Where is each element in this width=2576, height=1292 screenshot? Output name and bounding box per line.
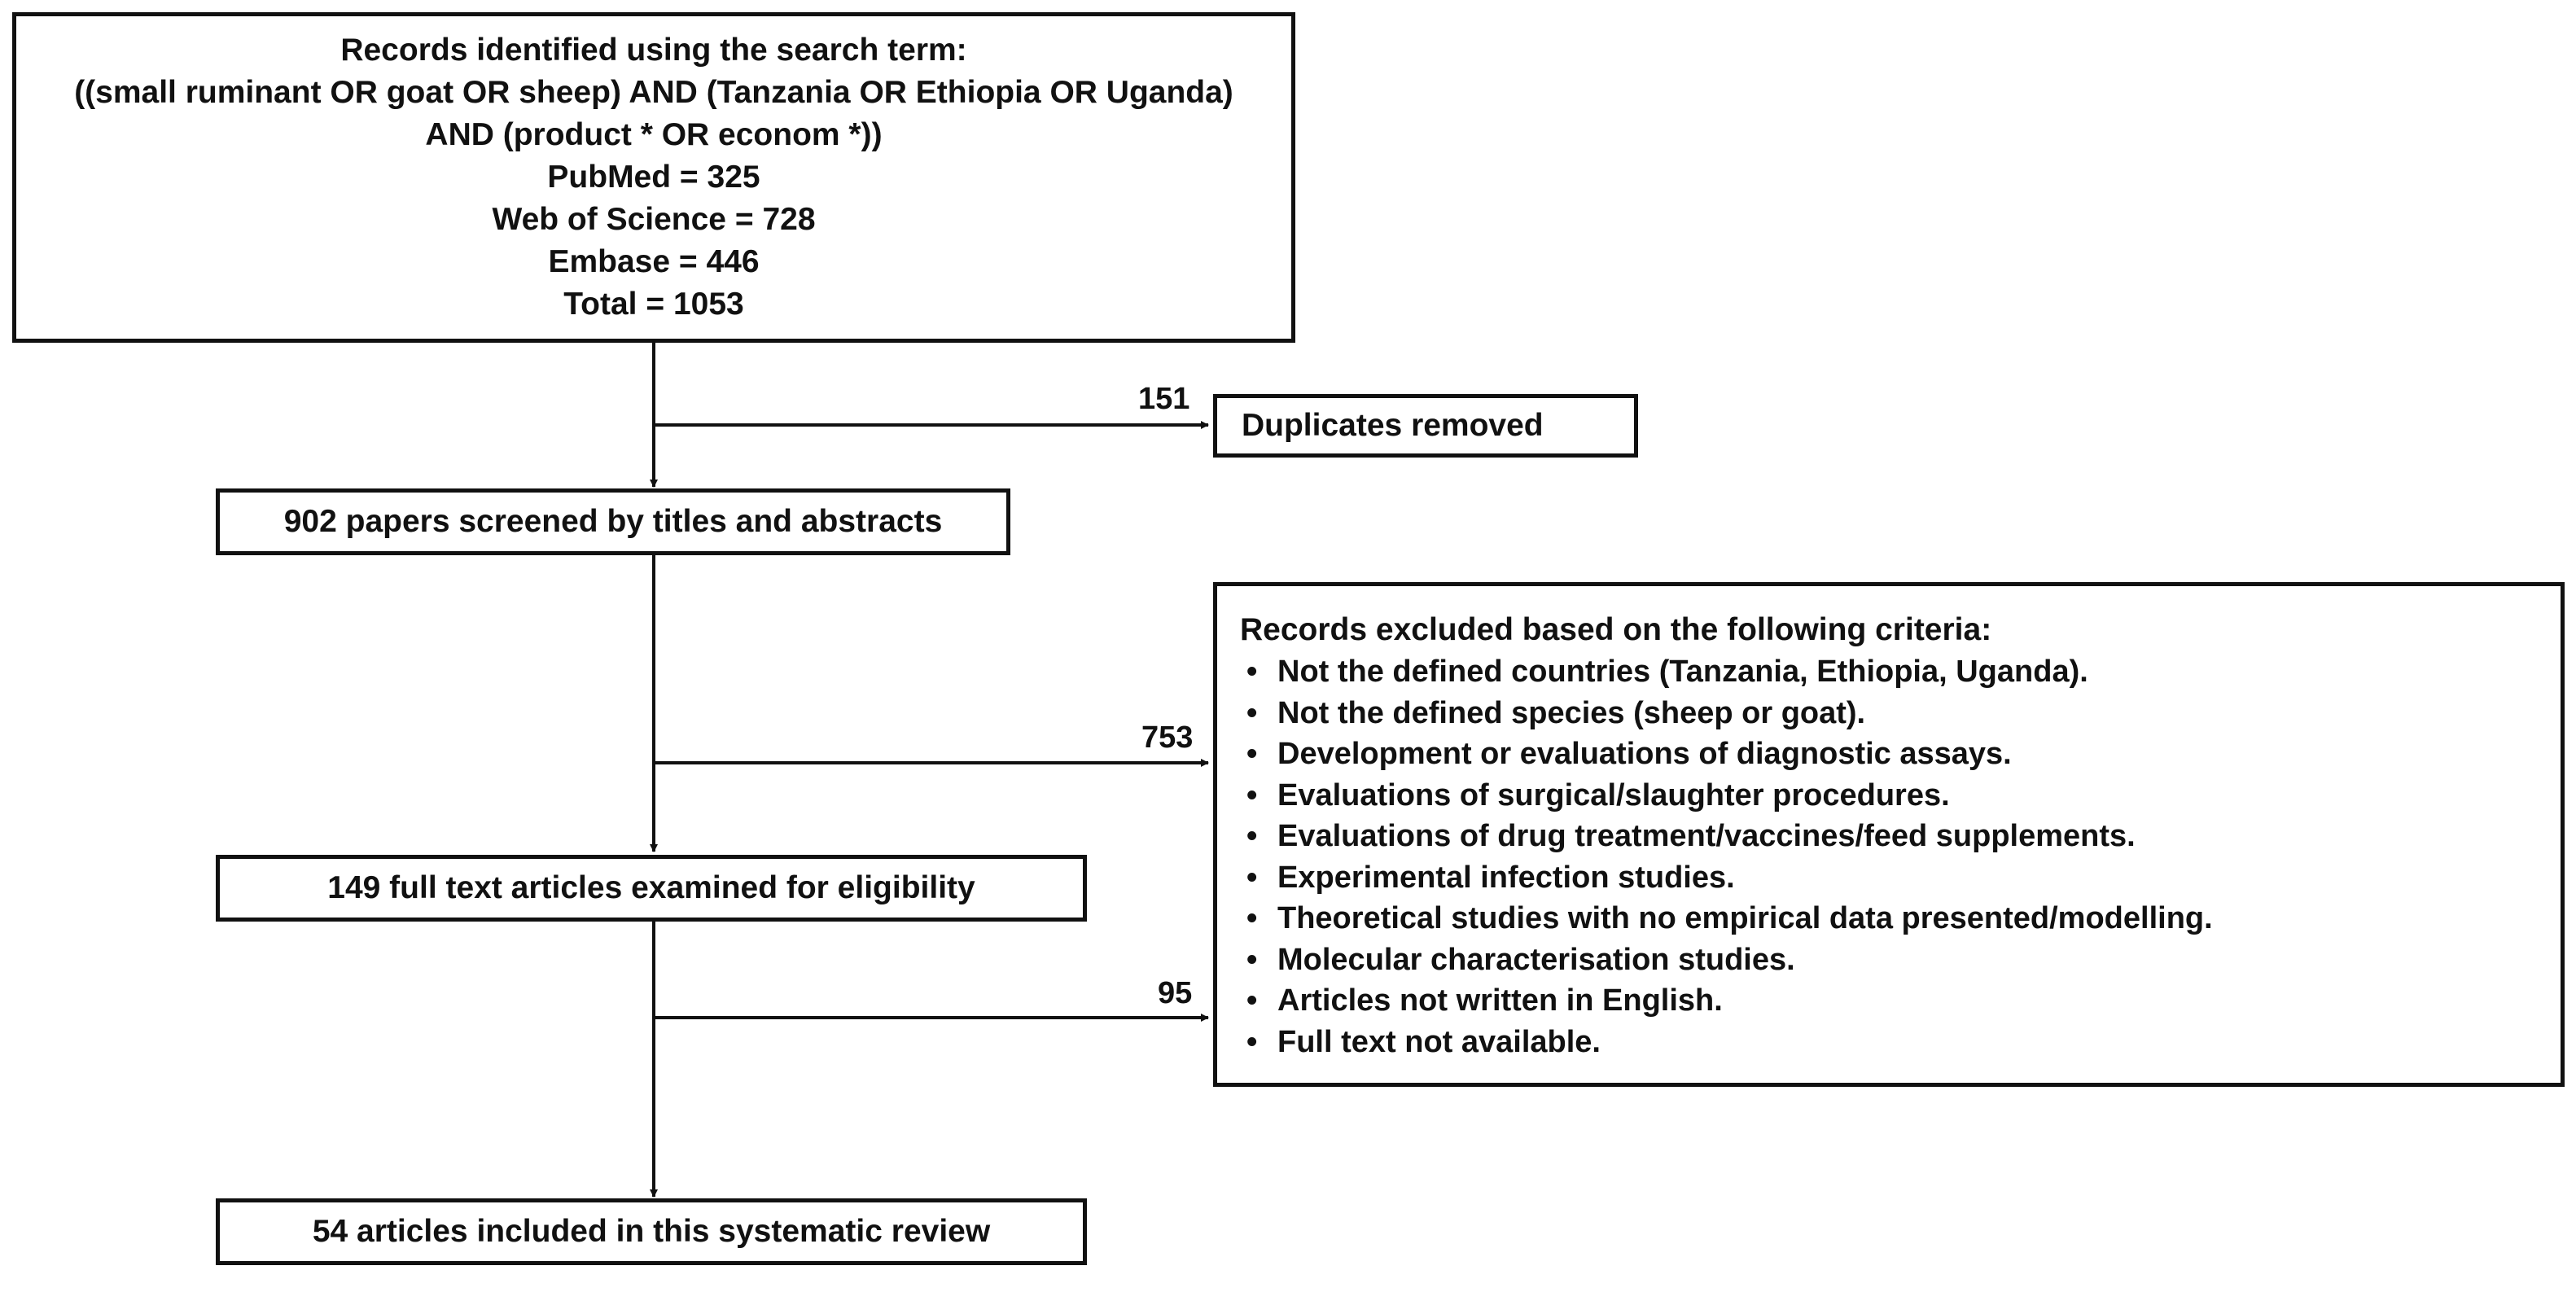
duplicates-box: Duplicates removed <box>1213 394 1638 458</box>
excluded-criteria-box: Records excluded based on the following … <box>1213 582 2565 1087</box>
exclusion-criterion: Development or evaluations of diagnostic… <box>1240 734 2561 775</box>
screened-label: 902 papers screened by titles and abstra… <box>283 504 943 539</box>
exclusion-criterion: Full text not available. <box>1240 1022 2561 1063</box>
duplicates-count: 151 <box>1138 382 1190 416</box>
exclusion-criteria-list: Not the defined countries (Tanzania, Eth… <box>1240 651 2561 1062</box>
exclusion-heading: Records excluded based on the following … <box>1240 612 1992 647</box>
eligibility-box: 149 full text articles examined for elig… <box>216 855 1087 922</box>
search-heading: Records identified using the search term… <box>340 33 967 68</box>
identification-box: Records identified using the search term… <box>12 12 1295 343</box>
exclusion-criterion: Molecular characterisation studies. <box>1240 939 2561 981</box>
exclusion-criterion: Articles not written in English. <box>1240 980 2561 1022</box>
duplicates-label: Duplicates removed <box>1242 408 1544 443</box>
excluded-screening-count: 753 <box>1141 720 1194 755</box>
embase-count: Embase = 446 <box>548 244 760 279</box>
exclusion-criterion: Theoretical studies with no empirical da… <box>1240 898 2561 939</box>
exclusion-criterion: Not the defined countries (Tanzania, Eth… <box>1240 651 2561 693</box>
eligibility-label: 149 full text articles examined for elig… <box>327 870 975 905</box>
exclusion-criterion: Evaluations of drug treatment/vaccines/f… <box>1240 816 2561 857</box>
screened-box: 902 papers screened by titles and abstra… <box>216 488 1010 555</box>
exclusion-criterion: Not the defined species (sheep or goat). <box>1240 693 2561 734</box>
included-label: 54 articles included in this systematic … <box>312 1214 991 1249</box>
pubmed-count: PubMed = 325 <box>547 160 760 195</box>
exclusion-criterion: Evaluations of surgical/slaughter proced… <box>1240 775 2561 817</box>
included-box: 54 articles included in this systematic … <box>216 1198 1087 1265</box>
web-of-science-count: Web of Science = 728 <box>492 202 816 237</box>
search-query-line-1: ((small ruminant OR goat OR sheep) AND (… <box>74 75 1233 110</box>
total-count: Total = 1053 <box>563 287 744 322</box>
excluded-eligibility-count: 95 <box>1158 976 1193 1010</box>
exclusion-criterion: Experimental infection studies. <box>1240 857 2561 899</box>
search-query-line-2: AND (product * OR econom *)) <box>425 117 883 152</box>
